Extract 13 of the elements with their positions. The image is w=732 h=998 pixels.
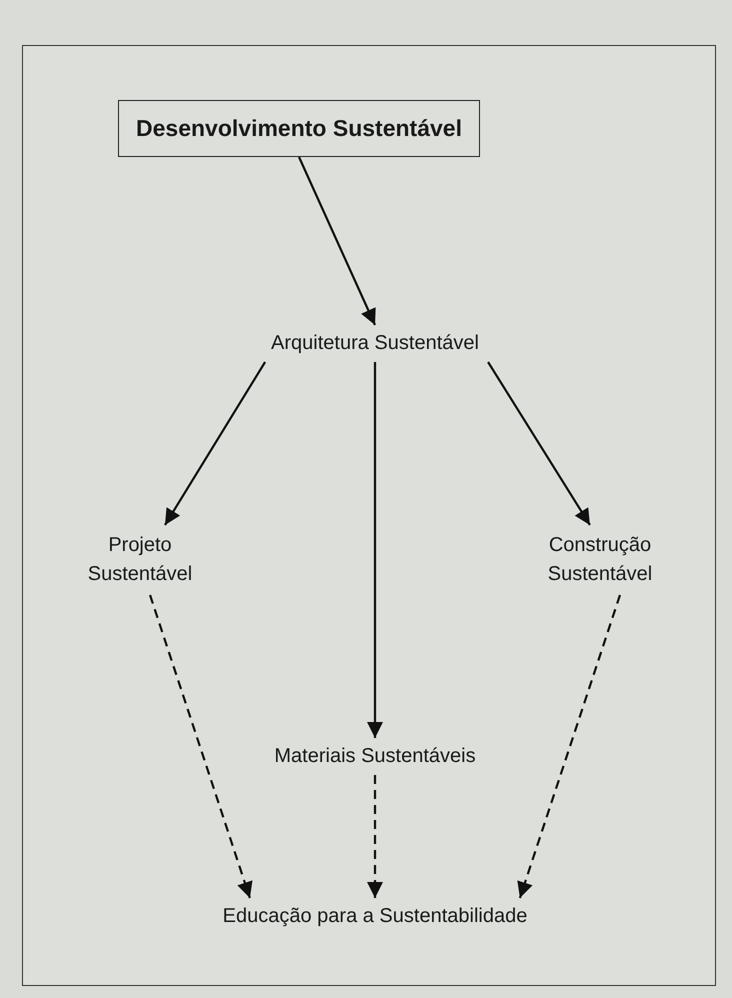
arrow xyxy=(367,775,383,898)
title-box: Desenvolvimento Sustentável xyxy=(118,100,480,157)
arrow xyxy=(164,361,266,526)
concept-label: Projeto Sustentável xyxy=(55,525,225,595)
arrow xyxy=(367,362,383,738)
arrow xyxy=(517,594,622,898)
arrow xyxy=(148,594,252,898)
concept-label: Materiais Sustentáveis xyxy=(215,738,535,775)
concept-label: Educação para a Sustentabilidade xyxy=(150,898,600,935)
arrow xyxy=(487,361,591,526)
concept-label: Arquitetura Sustentável xyxy=(200,325,550,362)
arrow xyxy=(298,156,376,326)
concept-label: Construção Sustentável xyxy=(510,525,690,595)
